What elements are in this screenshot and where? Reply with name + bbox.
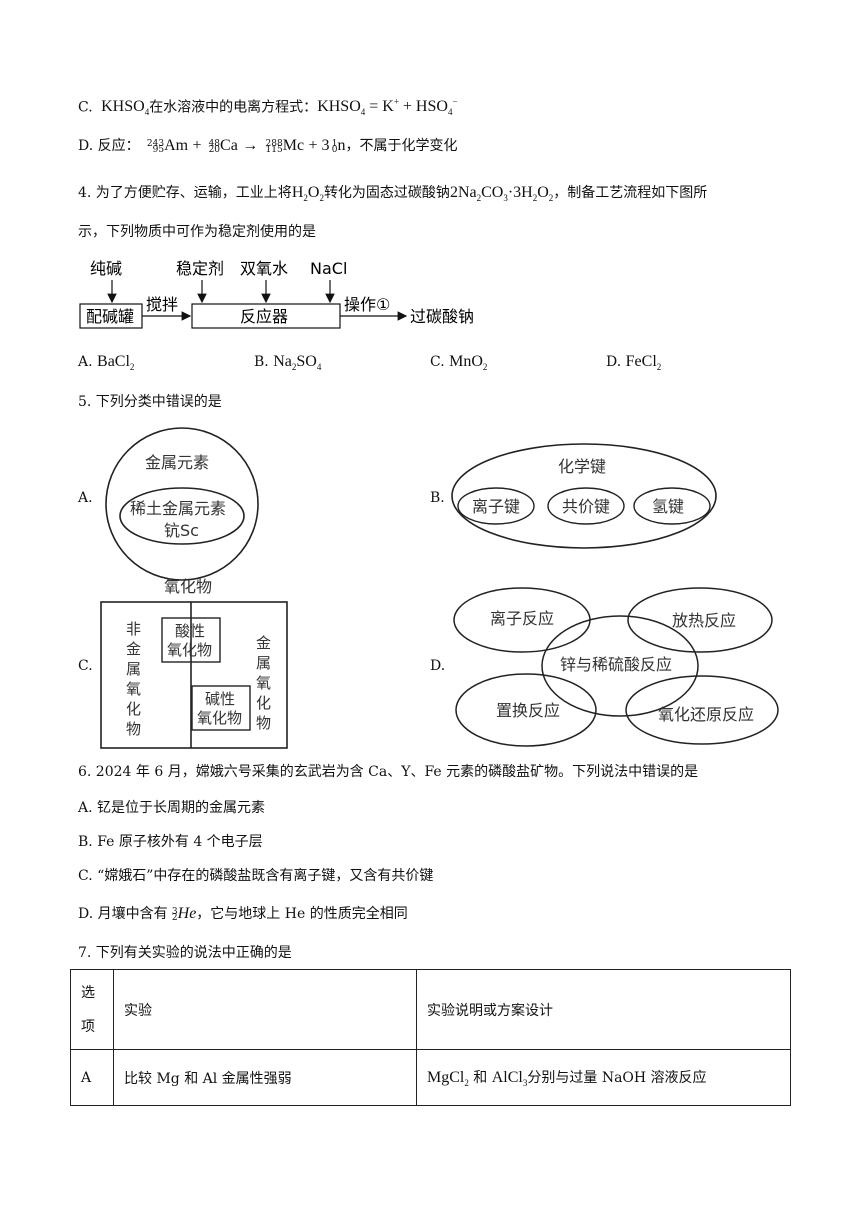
q5-c-label: C. — [78, 658, 93, 674]
d-exo-label: 放热反应 — [672, 611, 736, 630]
b-hydrogen-label: 氢键 — [652, 497, 684, 516]
b-covalent-ellipse — [547, 487, 625, 525]
q5-a-diagram: 金属元素 稀土金属元素 钪Sc — [105, 427, 259, 581]
c-outer-box — [100, 601, 288, 749]
d-zinc-ellipse — [541, 615, 699, 717]
q6-option-c: C. “嫦娥石”中存在的磷酸盐既含有离子键，又含有共价键 — [78, 868, 434, 884]
b-ionic-ellipse — [457, 487, 535, 525]
q4-option-d: D. FeCl2 — [606, 353, 662, 373]
flow-input-soda: 纯碱 — [90, 259, 122, 278]
svg-text:化: 化 — [256, 694, 271, 712]
q5-a-label: A. — [78, 490, 93, 506]
q6-option-a: A. 钇是位于长周期的金属元素 — [78, 800, 266, 816]
q6-option-b: B. Fe 原子核外有 4 个电子层 — [78, 834, 263, 850]
q5-b-diagram: 化学键 离子键 共价键 氢键 — [451, 443, 717, 549]
flow-product: 过碳酸钠 — [410, 307, 474, 326]
table-row: A 比较 Mg 和 Al 金属性强弱 MgCl2 和 AlCl3分别与过量 Na… — [70, 1049, 791, 1106]
b-outer-ellipse — [451, 443, 717, 549]
d-ionic-label: 离子反应 — [490, 609, 554, 628]
svg-text:属: 属 — [256, 654, 271, 672]
b-ionic-label: 离子键 — [472, 497, 520, 516]
svg-text:氧化物: 氧化物 — [197, 709, 242, 727]
flow-step-stir: 搅拌 — [146, 295, 178, 314]
d-exo-ellipse — [627, 587, 773, 653]
svg-text:化: 化 — [126, 700, 141, 718]
header-design: 实验说明或方案设计 — [416, 969, 791, 1050]
svg-text:金: 金 — [126, 640, 141, 658]
svg-text:氧化物: 氧化物 — [167, 641, 212, 659]
q7-stem: 7. 下列有关实验的说法中正确的是 — [78, 945, 292, 961]
table-header-row: 选项 实验 实验说明或方案设计 — [70, 969, 791, 1050]
a-inner-ellipse — [119, 487, 245, 545]
b-covalent-label: 共价键 — [562, 497, 610, 516]
row-a-option: A — [70, 1049, 114, 1106]
q5-c-diagram: 氧化物 酸性 氧化物 碱性 氧化物 非 金 属 氧 化 物 金 属 氧 化 物 — [100, 577, 288, 749]
d-redox-label: 氧化还原反应 — [658, 705, 754, 724]
d-displacement-ellipse — [455, 673, 597, 747]
q4-stem-line2: 示，下列物质中可作为稳定剂使用的是 — [78, 224, 316, 240]
q4-option-a: A. BaCl2 — [78, 353, 135, 373]
flow-box-reactor-label: 反应器 — [240, 307, 288, 326]
svg-text:碱性: 碱性 — [205, 690, 235, 708]
flow-step-operation: 操作① — [344, 295, 390, 314]
q3-option-c: C. KHSO4在水溶液中的电离方程式：KHSO4 = K+ + HSO4− — [78, 97, 458, 118]
q7-table: 选项 实验 实验说明或方案设计 A 比较 Mg 和 Al 金属性强弱 MgCl2… — [70, 969, 791, 1106]
q4-process-flow-diagram: 纯碱 配碱罐 搅拌 反应器 稳定剂 双氧水 NaCl 操作① 过碳酸钠 — [79, 259, 474, 329]
svg-text:氧: 氧 — [126, 680, 141, 698]
a-inner-label-2: 钪Sc — [164, 521, 199, 540]
q5-d-diagram: 离子反应 放热反应 锌与稀硫酸反应 置换反应 氧化还原反应 — [453, 587, 779, 747]
q4-option-c: C. MnO2 — [430, 353, 488, 373]
q6-stem: 6. 2024 年 6 月，嫦娥六号采集的玄武岩为含 Ca、Y、Fe 元素的磷酸… — [78, 764, 699, 780]
header-option: 选项 — [70, 969, 114, 1050]
svg-text:物: 物 — [256, 714, 271, 732]
c-title: 氧化物 — [164, 577, 212, 596]
a-outer-circle — [105, 427, 259, 581]
row-a-design: MgCl2 和 AlCl3分别与过量 NaOH 溶液反应 — [416, 1049, 791, 1106]
c-base-box — [191, 685, 251, 731]
d-redox-ellipse — [625, 675, 779, 745]
q5-d-label: D. — [430, 658, 446, 674]
svg-text:金: 金 — [256, 634, 271, 652]
d-zinc-label: 锌与稀硫酸反应 — [560, 655, 672, 674]
q5-b-label: B. — [430, 490, 445, 506]
c-acid-box — [161, 617, 221, 663]
q4-stem-line1: 4. 为了方便贮存、运输，工业上将H2O2转化为固态过碳酸钠2Na2CO3·3H… — [78, 184, 708, 204]
svg-text:氧: 氧 — [256, 674, 271, 692]
flow-input-nacl: NaCl — [310, 259, 347, 278]
q5-stem: 5. 下列分类中错误的是 — [78, 394, 222, 410]
b-outer-label: 化学键 — [558, 457, 606, 476]
row-a-experiment: 比较 Mg 和 Al 金属性强弱 — [113, 1049, 417, 1106]
svg-text:属: 属 — [126, 660, 141, 678]
svg-text:酸性: 酸性 — [175, 622, 205, 640]
header-experiment: 实验 — [113, 969, 417, 1050]
flow-input-stabilizer: 稳定剂 — [176, 259, 224, 278]
flow-input-h2o2: 双氧水 — [240, 259, 288, 278]
q4-option-b: B. Na2SO4 — [254, 353, 322, 373]
b-hydrogen-ellipse — [633, 487, 711, 525]
d-displacement-label: 置换反应 — [496, 701, 560, 720]
a-inner-label-1: 稀土金属元素 — [130, 499, 226, 518]
flow-box-alkali-tank-label: 配碱罐 — [86, 307, 134, 326]
svg-text:物: 物 — [126, 720, 141, 738]
a-outer-label: 金属元素 — [145, 453, 209, 472]
svg-text:非: 非 — [126, 620, 141, 638]
